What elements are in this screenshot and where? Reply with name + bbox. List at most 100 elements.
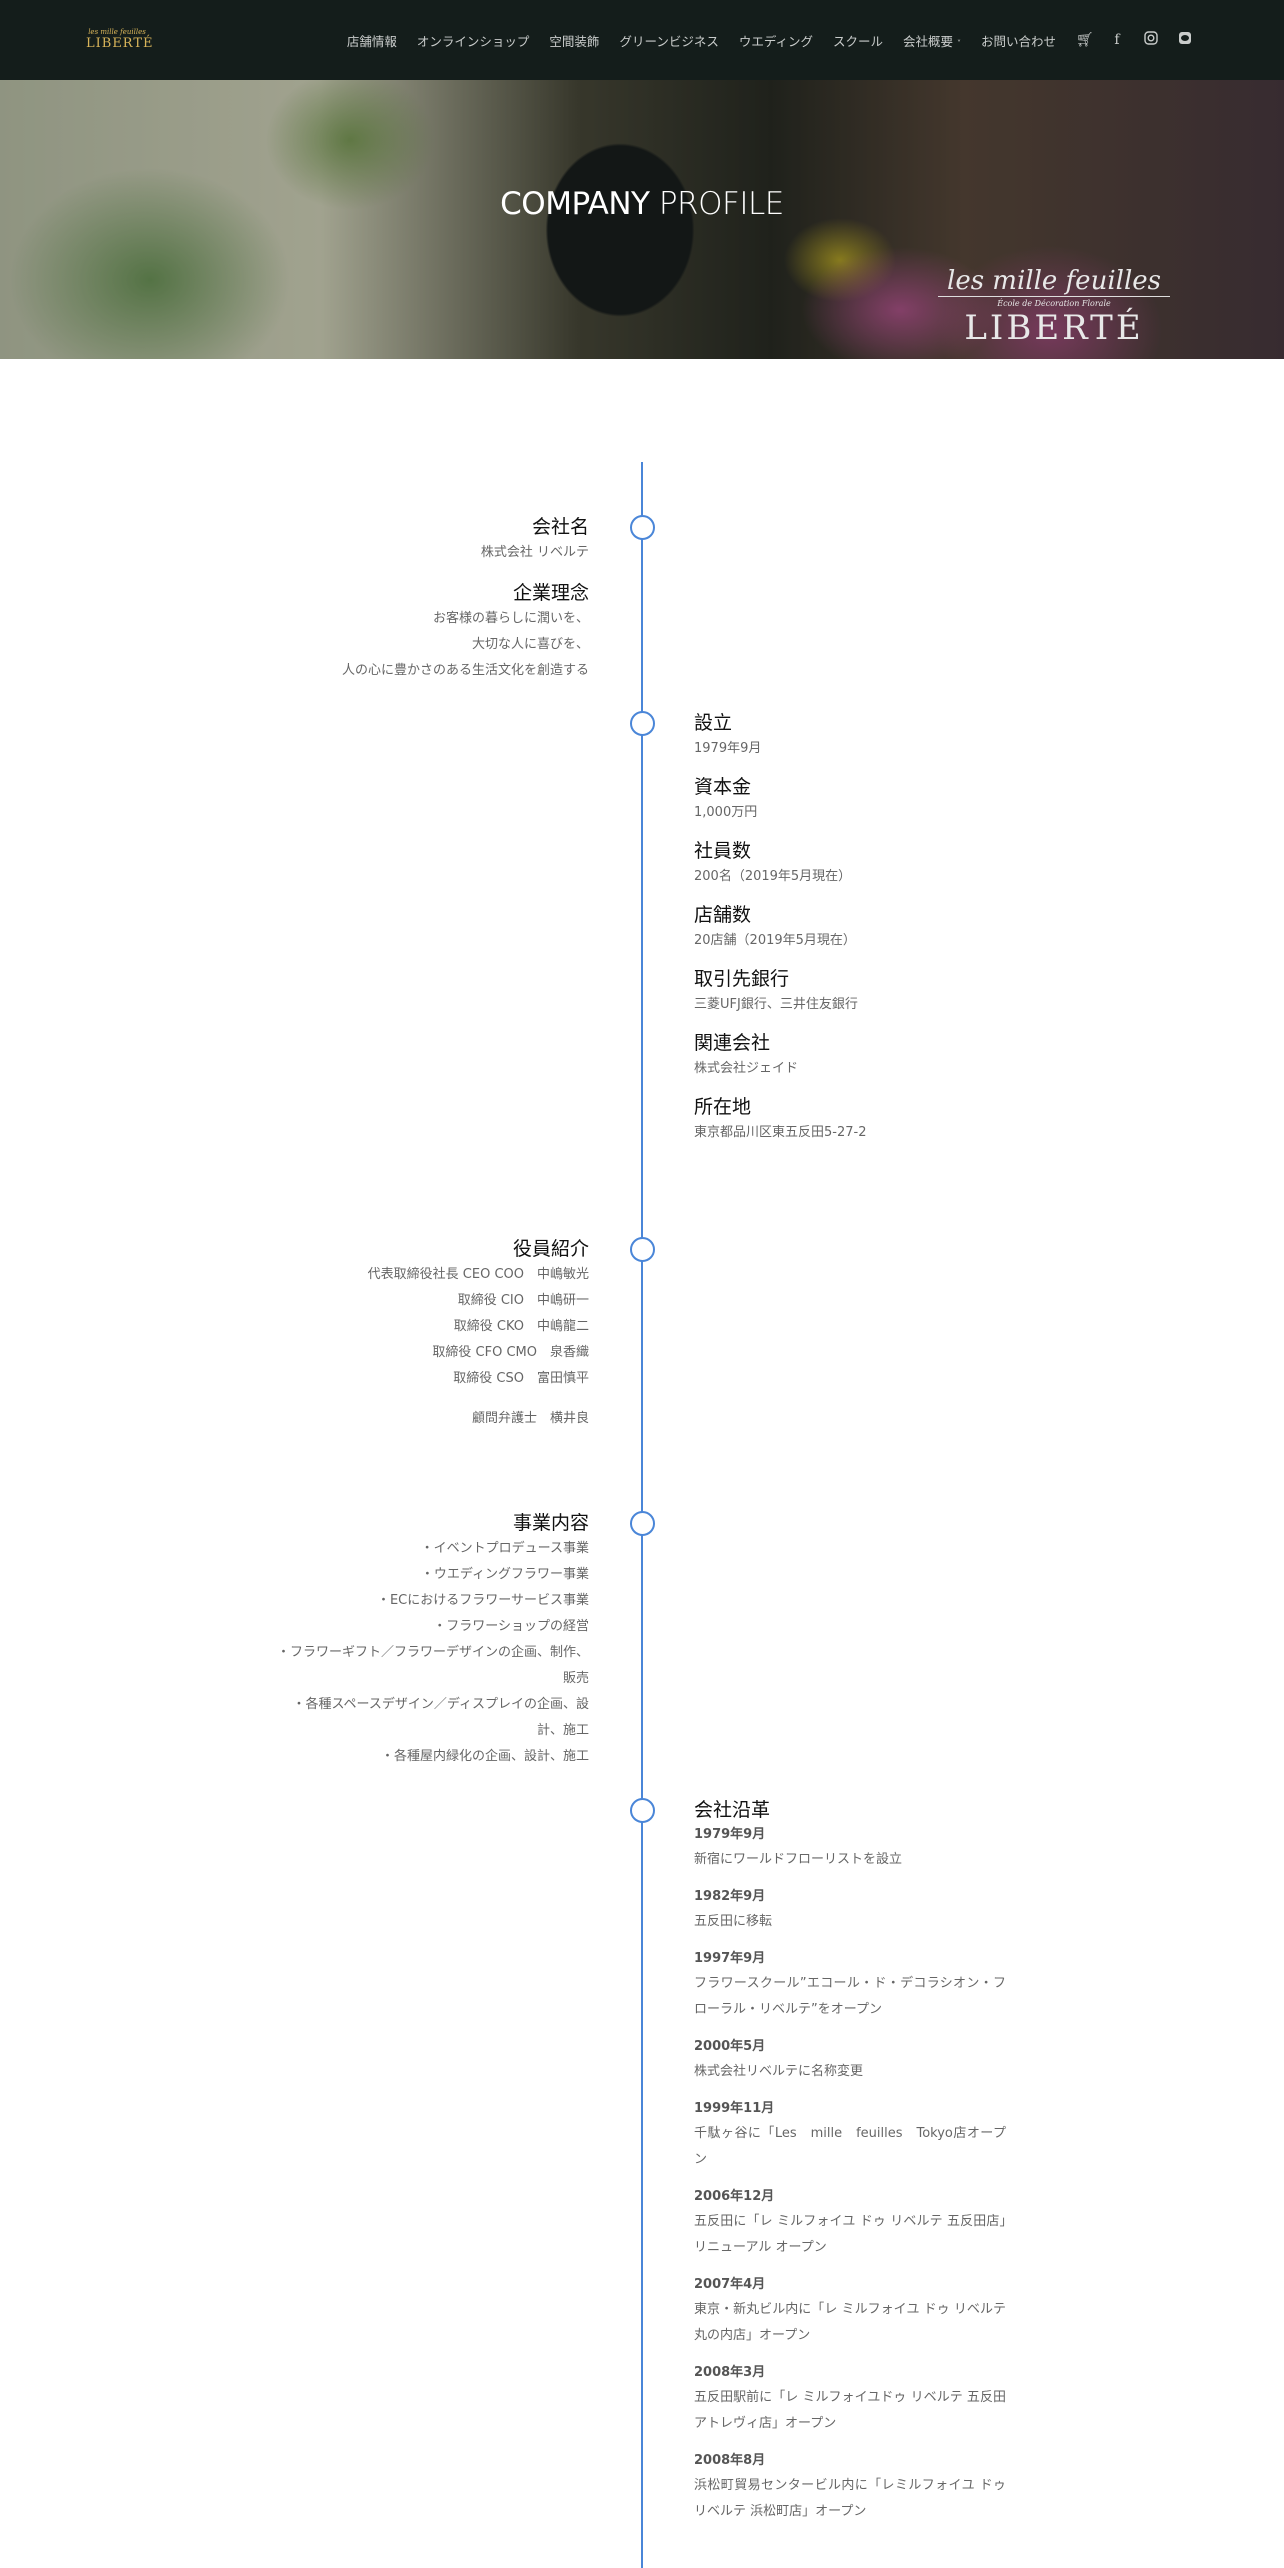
history-text: 株式会社リベルテに名称変更 [694, 2064, 864, 2079]
timeline-node [630, 1798, 655, 1823]
fact-value: 株式会社ジェイド [694, 1061, 799, 1076]
history-item: 1982年9月五反田に移転 [694, 1885, 1006, 1935]
business-section: 事業内容 ・イベントプロデュース事業 ・ウエディングフラワー事業 ・ECにおける… [274, 1510, 589, 1770]
value: 株式会社 リベルテ [480, 545, 589, 560]
nav-contact[interactable]: お問い合わせ [980, 33, 1056, 49]
heading: 役員紹介 [512, 1238, 589, 1260]
facebook-icon[interactable]: f [1114, 32, 1120, 48]
nav-school[interactable]: スクール [832, 33, 883, 49]
value: 人の心に豊かさのある生活文化を創造する [341, 663, 589, 678]
officer: 取締役 CSO 富田慎平 [453, 1371, 589, 1386]
fact-label: 取引先銀行 [694, 968, 790, 990]
nav-green-business[interactable]: グリーンビジネス [619, 33, 719, 49]
logo-text: LIBERTÉ [86, 36, 154, 51]
nav-space-decoration[interactable]: 空間装飾 [549, 33, 600, 49]
history-date: 2007年4月 [694, 2277, 766, 2292]
timeline-node [630, 1237, 655, 1262]
fact-value: 1979年9月 [694, 741, 762, 756]
logo-script: les mille feuilles [88, 28, 146, 36]
value: お客様の暮らしに潤いを、 [432, 611, 589, 626]
officers-section: 役員紹介 代表取締役社長 CEO COO 中嶋敏光 取締役 CIO 中嶋研一 取… [368, 1236, 589, 1432]
history-item: 1999年11月千駄ヶ谷に「Les mille feuilles Tokyo店オ… [694, 2097, 1006, 2173]
instagram-icon[interactable] [1144, 31, 1158, 49]
history-section: 会社沿革 1979年9月新宿にワールドフローリストを設立 1982年9月五反田に移… [694, 1797, 1006, 2537]
timeline-node [630, 1511, 655, 1536]
history-text: 五反田に移転 [694, 1914, 773, 1929]
history-item: 2008年8月浜松町貿易センタービル内に「レミルフォイユ ドゥ リベルテ 浜松町… [694, 2449, 1006, 2525]
fact-value: 20店舗（2019年5月現在） [694, 933, 856, 948]
history-date: 1982年9月 [694, 1889, 766, 1904]
hero-banner: COMPANY PROFILE les mille feuilles École… [0, 80, 1284, 359]
page-title: COMPANY PROFILE [500, 186, 784, 222]
nav-company-label: 会社概要 [902, 33, 953, 49]
nav-stores[interactable]: 店舗情報 [346, 33, 397, 49]
company-name-section: 会社名 株式会社 リベルテ 企業理念 お客様の暮らしに潤いを、 大切な人に喜びを… [342, 514, 589, 684]
business-item: ・フラワーショップの経営 [433, 1619, 589, 1634]
history-item: 2008年3月五反田駅前に「レ ミルフォイユドゥ リベルテ 五反田アトレヴィ店」… [694, 2361, 1006, 2437]
history-text: 五反田に「レ ミルフォイユ ドゥ リベルテ 五反田店」リニューアル オープン [694, 2214, 1006, 2255]
nav-online-shop[interactable]: オンラインショップ [416, 33, 530, 49]
heading: 会社沿革 [694, 1799, 771, 1821]
history-date: 2000年5月 [694, 2039, 766, 2054]
history-item: 2007年4月東京・新丸ビル内に「レ ミルフォイユ ドゥ リベルテ 丸の内店」オ… [694, 2273, 1006, 2349]
fact-value: 東京都品川区東五反田5-27-2 [694, 1125, 867, 1140]
history-date: 1999年11月 [694, 2101, 775, 2116]
history-date: 2008年8月 [694, 2453, 766, 2468]
history-date: 1997年9月 [694, 1951, 766, 1966]
business-item: ・ECにおけるフラワーサービス事業 [376, 1593, 589, 1608]
history-item: 2006年12月五反田に「レ ミルフォイユ ドゥ リベルテ 五反田店」リニューア… [694, 2185, 1006, 2261]
fact-item: 関連会社株式会社ジェイド [694, 1030, 1006, 1082]
fact-value: 三菱UFJ銀行、三井住友銀行 [694, 997, 858, 1012]
line-icon[interactable] [1178, 31, 1192, 49]
nav-wedding[interactable]: ウエディング [738, 33, 813, 49]
fact-label: 設立 [694, 712, 733, 734]
history-text: 浜松町貿易センタービル内に「レミルフォイユ ドゥ リベルテ 浜松町店」オープン [694, 2478, 1006, 2519]
main-menu: 店舗情報 オンラインショップ 空間装飾 グリーンビジネス ウエディング スクール… [347, 0, 1192, 80]
heading: 企業理念 [512, 582, 589, 604]
history-text: 千駄ヶ谷に「Les mille feuilles Tokyo店オープン [694, 2126, 1006, 2167]
fact-item: 資本金 1,000万円 [694, 774, 1006, 826]
history-item: 2000年5月株式会社リベルテに名称変更 [694, 2035, 1006, 2085]
company-facts-section: 設立 1979年9月資本金 1,000万円社員数 200名（2019年5月現在） 店舗数… [694, 710, 1006, 1158]
business-item: ・イベントプロデュース事業 [420, 1541, 589, 1556]
fact-item: 所在地東京都品川区東五反田5-27-2 [694, 1094, 1006, 1146]
officer: 代表取締役社長 CEO COO 中嶋敏光 [367, 1267, 589, 1282]
fact-label: 所在地 [694, 1096, 752, 1118]
business-item: ・各種屋内緑化の企画、設計、施工 [380, 1749, 589, 1764]
history-item: 1997年9月フラワースクール”エコール・ド・デコラシオン・フローラル・リベルテ… [694, 1947, 1006, 2023]
fact-value: 1,000万円 [694, 805, 758, 820]
business-item: ・ウエディングフラワー事業 [420, 1567, 589, 1582]
site-logo[interactable]: les mille feuilles LIBERTÉ [86, 28, 154, 58]
history-item: 1979年9月新宿にワールドフローリストを設立 [694, 1823, 1006, 1873]
history-text: 五反田駅前に「レ ミルフォイユドゥ リベルテ 五反田アトレヴィ店」オープン [694, 2390, 1006, 2431]
fact-label: 資本金 [694, 776, 752, 798]
fact-value: 200名（2019年5月現在） [694, 869, 852, 884]
heading: 事業内容 [512, 1512, 589, 1534]
value: 大切な人に喜びを、 [471, 637, 589, 652]
timeline-node [630, 711, 655, 736]
chevron-down-icon: ˅ [956, 38, 961, 48]
officer: 取締役 CFO CMO 泉香織 [432, 1345, 589, 1360]
history-text: 新宿にワールドフローリストを設立 [694, 1852, 903, 1867]
officer: 取締役 CKO 中嶋龍二 [453, 1319, 589, 1334]
history-text: 東京・新丸ビル内に「レ ミルフォイユ ドゥ リベルテ 丸の内店」オープン [694, 2302, 1006, 2343]
fact-label: 社員数 [694, 840, 752, 862]
officer: 取締役 CIO 中嶋研一 [457, 1293, 589, 1308]
timeline-node [630, 515, 655, 540]
history-text: フラワースクール”エコール・ド・デコラシオン・フローラル・リベルテ”をオープン [694, 1976, 1006, 2017]
heading: 会社名 [531, 516, 589, 538]
history-date: 2008年3月 [694, 2365, 766, 2380]
history-date: 2006年12月 [694, 2189, 775, 2204]
fact-item: 取引先銀行三菱UFJ銀行、三井住友銀行 [694, 966, 1006, 1018]
hero-logo: les mille feuilles École de Décoration F… [938, 266, 1170, 348]
business-item: ・フラワーギフト／フラワーデザインの企画、制作、販売 [276, 1645, 589, 1686]
fact-item: 設立 1979年9月 [694, 710, 1006, 762]
history-date: 1979年9月 [694, 1827, 766, 1842]
fact-label: 関連会社 [694, 1032, 771, 1054]
cart-icon[interactable]: 🛒︎ [1076, 32, 1094, 48]
top-navbar: les mille feuilles LIBERTÉ 店舗情報 オンラインショッ… [0, 0, 1284, 80]
business-item: ・各種スペースデザイン／ディスプレイの企画、設計、施工 [292, 1697, 589, 1738]
nav-company[interactable]: 会社概要 ˅ [903, 31, 961, 50]
fact-item: 社員数 200名（2019年5月現在） [694, 838, 1006, 890]
